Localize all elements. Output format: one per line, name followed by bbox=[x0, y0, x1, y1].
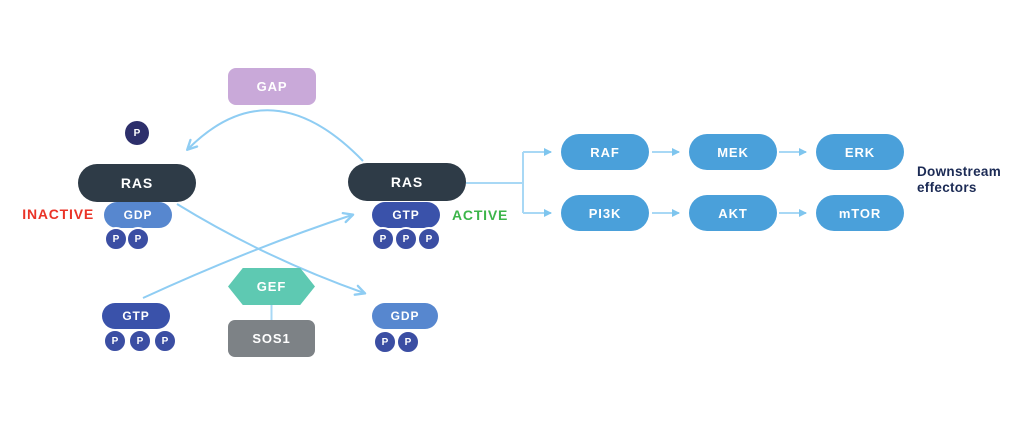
sos1-box: SOS1 bbox=[228, 320, 315, 357]
phosphate-icon: P bbox=[126, 227, 150, 251]
effector-mek-pill: MEK bbox=[689, 134, 777, 170]
phosphate-icon: P bbox=[396, 330, 420, 354]
effector-pi3k-pill: PI3K bbox=[561, 195, 649, 231]
phosphate-icon: P bbox=[103, 329, 127, 353]
gdp-release-arrow bbox=[176, 203, 367, 296]
effector-erk-pill: ERK bbox=[816, 134, 904, 170]
gtp-loading-arrow bbox=[142, 211, 355, 299]
free-gtp-box: GTP bbox=[102, 303, 170, 329]
phosphate-icon: P bbox=[394, 227, 418, 251]
phosphate-icon: P bbox=[417, 227, 441, 251]
gap-hydrolysis-arrow bbox=[186, 109, 364, 162]
gef-hexagon: GEF bbox=[228, 268, 315, 305]
phosphate-icon: P bbox=[128, 329, 152, 353]
phosphate-icon: P bbox=[153, 329, 177, 353]
effector-raf-pill: RAF bbox=[561, 134, 649, 170]
inactive-state-label: INACTIVE bbox=[22, 206, 94, 222]
gtp-active-box: GTP bbox=[372, 202, 440, 228]
ras-inactive-pill: RAS bbox=[78, 164, 196, 202]
ras-active-pill: RAS bbox=[348, 163, 466, 201]
gdp-inactive-box: GDP bbox=[104, 202, 172, 228]
phosphate-icon: P bbox=[373, 330, 397, 354]
free-gdp-box: GDP bbox=[372, 303, 438, 329]
phosphate-icon: P bbox=[371, 227, 395, 251]
active-state-label: ACTIVE bbox=[452, 207, 509, 223]
effector-akt-pill: AKT bbox=[689, 195, 777, 231]
gap-box: GAP bbox=[228, 68, 316, 105]
released-phosphate-circle: P bbox=[125, 121, 149, 145]
phosphate-icon: P bbox=[104, 227, 128, 251]
effector-mtor-pill: mTOR bbox=[816, 195, 904, 231]
downstream-effectors-caption: Downstream effectors bbox=[917, 164, 1002, 195]
